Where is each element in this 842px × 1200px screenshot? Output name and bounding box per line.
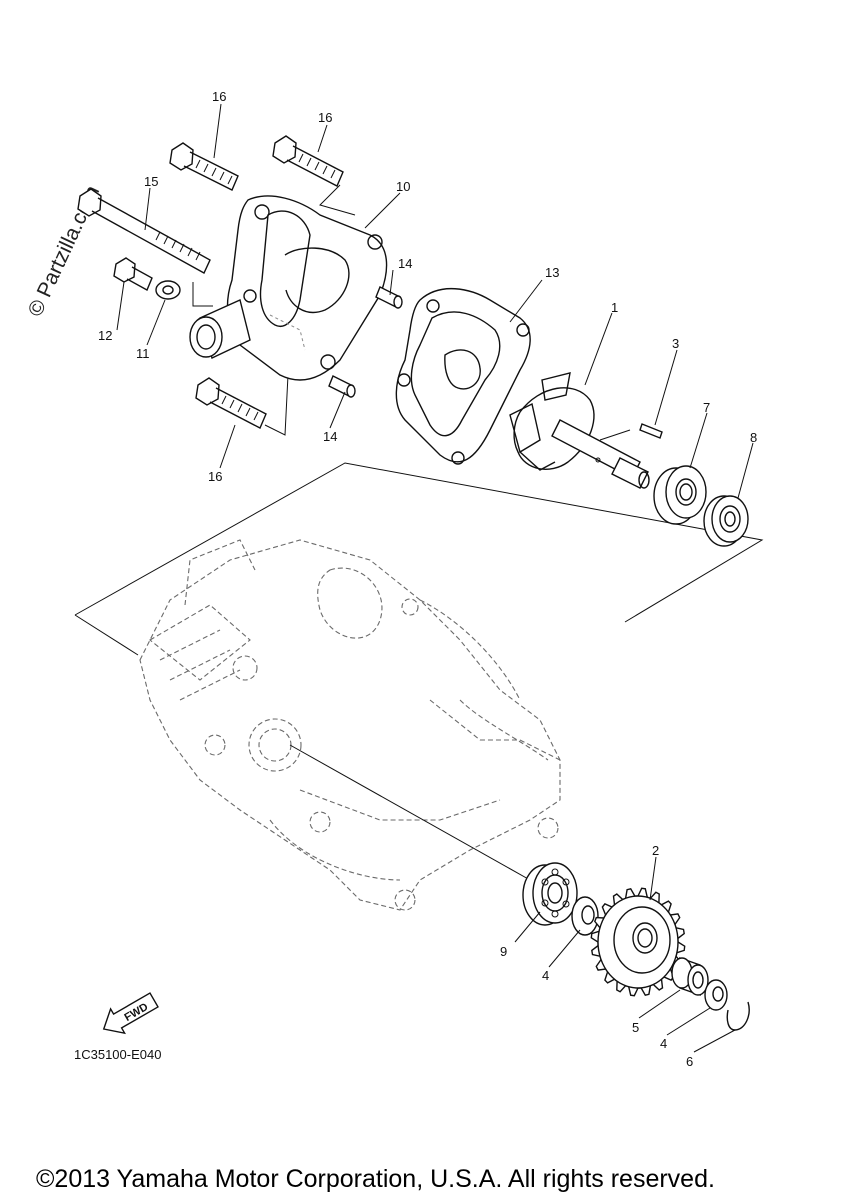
guide-lines: [74, 184, 764, 881]
bolt-12: [113, 257, 153, 291]
callout-16-b: 16: [318, 110, 332, 125]
bolt-16-upper-left: [169, 142, 239, 191]
washer-4-right: [704, 979, 728, 1011]
callout-3: 3: [672, 336, 679, 351]
oil-seal-8: [703, 495, 749, 547]
callout-6: 6: [686, 1054, 693, 1069]
callout-16-a: 16: [212, 89, 226, 104]
bolt-16-lower: [195, 377, 267, 429]
collar-5: [671, 957, 709, 996]
callout-10: 10: [396, 179, 410, 194]
bolt-15-long: [77, 188, 211, 274]
callout-7: 7: [703, 400, 710, 415]
fwd-arrow-icon: FWD: [102, 992, 159, 1035]
gear-2: [590, 887, 686, 997]
callout-11: 11: [136, 346, 150, 361]
leader-lines: [116, 103, 754, 1053]
gasket-13: [395, 287, 531, 465]
washer-11: [155, 280, 181, 300]
crankcase-outline: [139, 539, 561, 911]
diagram-code: 1C35100-E040: [74, 1047, 161, 1062]
bolt-16-upper-right: [272, 135, 344, 187]
fwd-label: FWD: [123, 1001, 151, 1024]
callout-labels: 16 16 15 10 14 13 1 12 3 11 7 14 8 16 2 …: [98, 89, 757, 1069]
oil-seal-7: [653, 465, 707, 525]
bearing-9: [522, 862, 578, 926]
callout-12: 12: [98, 328, 112, 343]
circlip-6: [726, 1001, 750, 1031]
callout-4-a: 4: [542, 968, 549, 983]
washer-4-left: [571, 896, 599, 936]
dowel-pin-14-lower: [328, 375, 356, 398]
callout-16-c: 16: [208, 469, 222, 484]
callout-2: 2: [652, 843, 659, 858]
callout-9: 9: [500, 944, 507, 959]
callout-5: 5: [632, 1020, 639, 1035]
copyright-notice: ©2013 Yamaha Motor Corporation, U.S.A. A…: [36, 1165, 715, 1193]
pump-cover-10: [189, 195, 388, 381]
callout-14-a: 14: [398, 256, 412, 271]
dowel-pin-14-upper: [375, 286, 403, 309]
callout-15: 15: [144, 174, 158, 189]
callout-8: 8: [750, 430, 757, 445]
impeller-shaft-1: [509, 372, 650, 489]
callout-13: 13: [545, 265, 559, 280]
callout-14-b: 14: [323, 429, 337, 444]
pin-3: [639, 423, 663, 439]
callout-1: 1: [611, 300, 618, 315]
callout-4-b: 4: [660, 1036, 667, 1051]
